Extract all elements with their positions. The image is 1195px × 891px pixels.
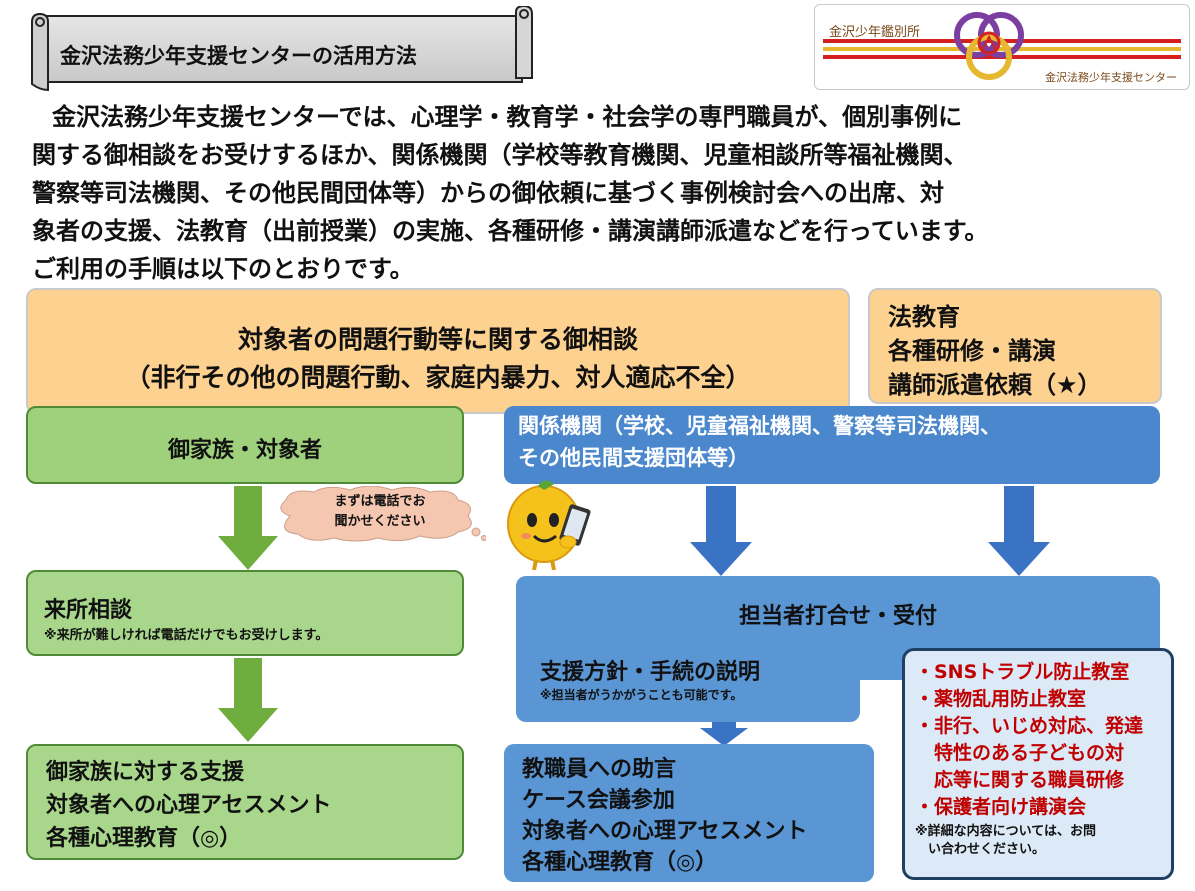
- program-item: ・薬物乱用防止教室: [915, 688, 1087, 710]
- down-arrow-icon: [690, 486, 752, 576]
- intro-line: 象者の支援、法教育（出前授業）の実施、各種研修・講演講師派遣などを行っています。: [32, 217, 989, 245]
- speech-line: 聞かせください: [334, 514, 426, 529]
- down-arrow-icon: [700, 716, 748, 746]
- emblem-icon: [954, 12, 1024, 80]
- related-agencies-line: 関係機関（学校、児童福祉機関、警察等司法機関、: [518, 414, 1001, 438]
- down-arrow-icon: [218, 658, 278, 742]
- speech-cloud: [280, 486, 486, 542]
- page-title: 金沢法務少年支援センターの活用方法: [60, 44, 417, 68]
- speech-line: まずは電話でお: [334, 494, 426, 509]
- law-education-line: 講師派遣依頼（★）: [888, 371, 1102, 399]
- intro-paragraph: 金沢法務少年支援センターでは、心理学・教育学・社会学の専門職員が、個別事例に 関…: [32, 98, 1172, 288]
- down-arrow-icon: [218, 486, 278, 570]
- staff-meeting-title: 担当者打合せ・受付: [738, 604, 937, 629]
- teacher-advice-line: ケース会議参加: [522, 788, 675, 813]
- consultation-subtitle: （非行その他の問題行動、家庭内暴力、対人適応不全）: [125, 363, 751, 392]
- programs-note-line: ※詳細な内容については、お問: [915, 824, 1096, 839]
- speech-text: まずは電話でお 聞かせください: [300, 492, 460, 532]
- family-label: 御家族・対象者: [167, 438, 322, 463]
- center-logo: 金沢少年鑑別所 金沢法務少年支援センター: [814, 4, 1190, 90]
- visit-consultation-note: ※来所が難しければ電話だけでもお受けします。: [44, 628, 329, 643]
- intro-line: 関する御相談をお受けするほか、関係機関（学校等教育機関、児童相談所等福祉機関、: [32, 141, 968, 169]
- law-education-line: 法教育: [888, 303, 960, 331]
- down-arrow-icon: [988, 486, 1050, 576]
- support-policy-box: 支援方針・手続の説明 ※担当者がうかがうことも可能です。: [516, 638, 860, 722]
- support-policy-note: ※担当者がうかがうことも可能です。: [540, 688, 743, 702]
- family-support-line: 御家族に対する支援: [46, 760, 245, 785]
- related-agencies-box: 関係機関（学校、児童福祉機関、警察等司法機関、 その他民間支援団体等）: [504, 406, 1160, 484]
- programs-note: ※詳細な内容については、お問 い合わせください。: [915, 823, 1161, 859]
- intro-line: 金沢法務少年支援センターでは、心理学・教育学・社会学の専門職員が、個別事例に: [52, 103, 963, 131]
- family-support-line: 各種心理教育（◎）: [46, 826, 242, 851]
- law-education-line: 各種研修・講演: [888, 337, 1056, 365]
- logo-bottom-text: 金沢法務少年支援センター: [1045, 71, 1177, 84]
- consultation-box: 対象者の問題行動等に関する御相談 （非行その他の問題行動、家庭内暴力、対人適応不…: [26, 288, 850, 414]
- program-item: 応等に関する職員研修: [915, 769, 1125, 791]
- support-policy-title: 支援方針・手続の説明: [540, 660, 761, 685]
- title-scroll-banner: [31, 6, 533, 92]
- program-item: 特性のある子どもの対: [915, 742, 1125, 764]
- family-support-line: 対象者への心理アセスメント: [46, 793, 332, 818]
- teacher-advice-box: 教職員への助言 ケース会議参加 対象者への心理アセスメント 各種心理教育（◎）: [504, 744, 874, 882]
- programs-box: ・SNSトラブル防止教室 ・薬物乱用防止教室 ・非行、いじめ対応、発達 特性のあ…: [902, 648, 1174, 880]
- teacher-advice-line: 教職員への助言: [522, 757, 677, 782]
- related-agencies-line: その他民間支援団体等）: [518, 446, 749, 470]
- programs-note-line: い合わせください。: [915, 842, 1046, 857]
- visit-consultation-title: 来所相談: [44, 598, 133, 623]
- program-item: ・SNSトラブル防止教室: [915, 661, 1130, 683]
- family-box: 御家族・対象者: [26, 406, 464, 484]
- logo-top-text: 金沢少年鑑別所: [829, 25, 921, 40]
- consultation-title: 対象者の問題行動等に関する御相談: [237, 325, 638, 354]
- mascot-phone-icon: [507, 480, 591, 570]
- law-education-box: 法教育 各種研修・講演 講師派遣依頼（★）: [868, 288, 1162, 404]
- intro-line: ご利用の手順は以下のとおりです。: [32, 255, 414, 283]
- teacher-advice-line: 各種心理教育（◎）: [522, 850, 718, 875]
- family-support-box: 御家族に対する支援 対象者への心理アセスメント 各種心理教育（◎）: [26, 744, 464, 860]
- program-item: ・保護者向け講演会: [915, 796, 1087, 818]
- program-item: ・非行、いじめ対応、発達: [915, 715, 1144, 737]
- intro-line: 警察等司法機関、その他民間団体等）からの御依頼に基づく事例検討会への出席、対: [32, 179, 944, 207]
- teacher-advice-line: 対象者への心理アセスメント: [522, 819, 808, 844]
- visit-consultation-box: 来所相談 ※来所が難しければ電話だけでもお受けします。: [26, 570, 464, 656]
